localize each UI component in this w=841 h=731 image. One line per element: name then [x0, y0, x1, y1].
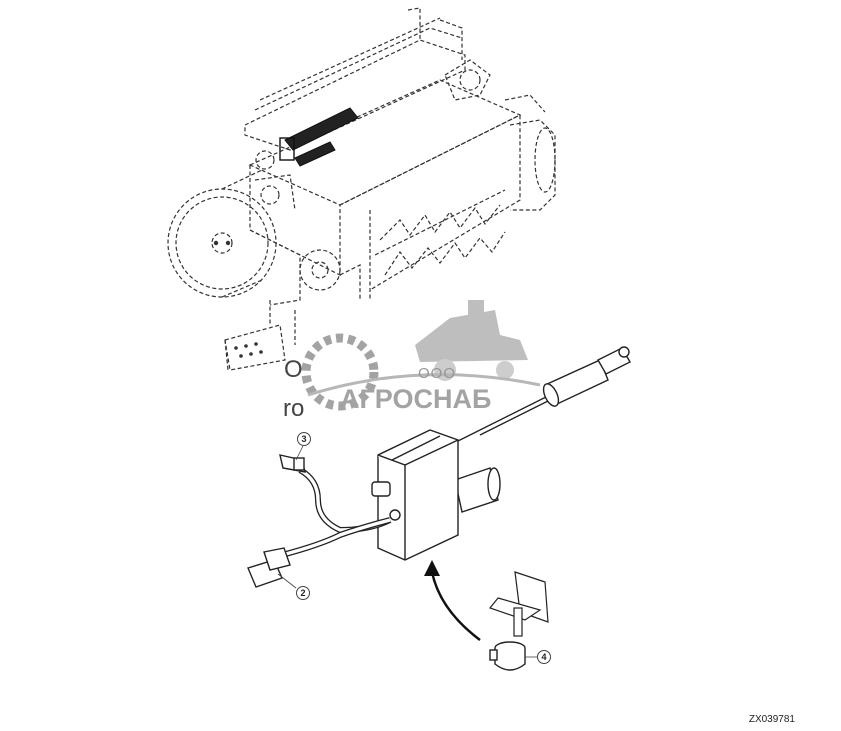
- callout-2-group: 2: [277, 573, 310, 600]
- engine-mounted-actuator: [279, 107, 359, 167]
- callout-2: 2: [300, 588, 305, 598]
- arrow-head-icon: [424, 560, 440, 576]
- background-text-fragment-1: O: [284, 356, 303, 383]
- callout-3-group: 3: [295, 432, 311, 461]
- watermark-logo: ООО АГРОСНАБ: [301, 300, 541, 414]
- sensor-bracket: [488, 571, 549, 637]
- wire-harness: [281, 467, 392, 558]
- watermark-prefix: ООО: [418, 365, 456, 382]
- drawing-code: ZX039781: [749, 714, 796, 725]
- background-text-fragment-2: ro: [283, 395, 304, 422]
- engine-assembly: [167, 7, 556, 371]
- callout-3: 3: [301, 434, 306, 444]
- watermark-name: АГРОСНАБ: [340, 384, 491, 414]
- engine-detail-dots: [213, 240, 263, 358]
- connector-2: [247, 547, 291, 588]
- connector-3: [279, 454, 306, 473]
- installation-arrow: [430, 571, 481, 641]
- sensor-4: [489, 641, 526, 671]
- watermark-swoosh: [307, 373, 541, 397]
- callout-4-group: 4: [525, 650, 551, 664]
- actuator-assembly: [371, 346, 631, 561]
- callout-4: 4: [541, 652, 546, 662]
